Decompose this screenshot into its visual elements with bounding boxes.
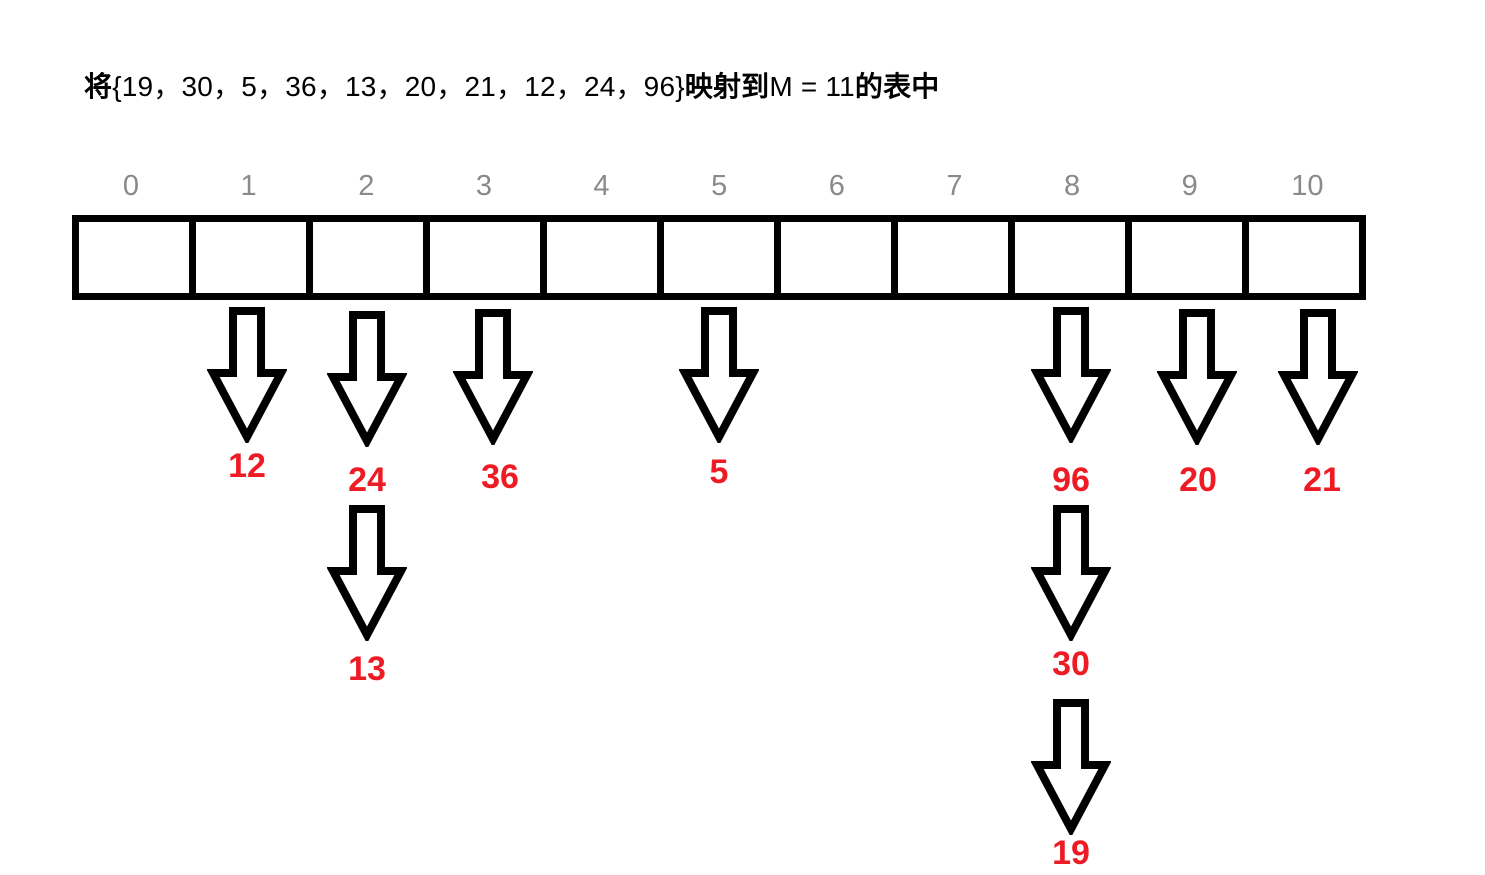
title-modulus: M = 11 bbox=[769, 71, 855, 102]
value-label-96: 96 bbox=[1052, 461, 1090, 499]
title-suffix: 的表中 bbox=[854, 71, 940, 102]
down-arrow-icon-slot-8-level-1 bbox=[1031, 306, 1111, 443]
index-label-8: 8 bbox=[1064, 170, 1081, 202]
hash-table bbox=[72, 215, 1366, 300]
value-label-19: 19 bbox=[1052, 834, 1090, 872]
table-cell-10[interactable] bbox=[1249, 222, 1359, 293]
down-arrow-icon-slot-1-level-1 bbox=[207, 306, 287, 443]
value-label-36: 36 bbox=[481, 458, 519, 496]
down-arrow-icon-slot-2-level-2 bbox=[327, 504, 407, 641]
page-title: 将{19，30，5，36，13，20，21，12，24，96}映射到M = 11… bbox=[84, 70, 940, 104]
down-arrow-icon-slot-9-level-1 bbox=[1157, 308, 1237, 445]
table-cell-9[interactable] bbox=[1132, 222, 1249, 293]
table-cell-4[interactable] bbox=[547, 222, 664, 293]
down-arrow-icon-slot-8-level-3 bbox=[1031, 698, 1111, 835]
title-key-set: {19，30，5，36，13，20，21，12，24，96} bbox=[112, 71, 685, 102]
title-prefix: 将 bbox=[84, 71, 113, 102]
index-label-3: 3 bbox=[475, 170, 492, 202]
table-cell-2[interactable] bbox=[313, 222, 430, 293]
value-label-13: 13 bbox=[348, 650, 386, 688]
table-cell-6[interactable] bbox=[781, 222, 898, 293]
down-arrow-icon-slot-5-level-1 bbox=[679, 306, 759, 443]
down-arrow-icon-slot-2-level-1 bbox=[327, 310, 407, 447]
index-label-10: 10 bbox=[1291, 170, 1324, 202]
table-cell-5[interactable] bbox=[664, 222, 781, 293]
value-label-21: 21 bbox=[1303, 461, 1341, 499]
down-arrow-icon-slot-10-level-1 bbox=[1278, 308, 1358, 445]
index-label-4: 4 bbox=[593, 170, 610, 202]
table-cell-7[interactable] bbox=[898, 222, 1015, 293]
table-cell-0[interactable] bbox=[79, 222, 196, 293]
index-label-0: 0 bbox=[122, 170, 140, 202]
value-label-24: 24 bbox=[348, 461, 386, 499]
down-arrow-icon-slot-3-level-1 bbox=[453, 308, 533, 445]
table-cell-8[interactable] bbox=[1015, 222, 1132, 293]
index-label-5: 5 bbox=[711, 170, 728, 202]
table-cell-1[interactable] bbox=[196, 222, 313, 293]
title-middle: 映射到 bbox=[684, 71, 770, 102]
index-label-7: 7 bbox=[946, 170, 963, 202]
value-label-20: 20 bbox=[1179, 461, 1217, 499]
value-label-30: 30 bbox=[1052, 645, 1090, 683]
index-label-6: 6 bbox=[828, 170, 845, 202]
table-cell-3[interactable] bbox=[430, 222, 547, 293]
value-label-12: 12 bbox=[228, 447, 266, 485]
index-label-1: 1 bbox=[240, 170, 257, 202]
value-label-5: 5 bbox=[709, 453, 729, 491]
index-label-2: 2 bbox=[358, 170, 375, 202]
down-arrow-icon-slot-8-level-2 bbox=[1031, 504, 1111, 641]
index-label-9: 9 bbox=[1181, 170, 1198, 202]
